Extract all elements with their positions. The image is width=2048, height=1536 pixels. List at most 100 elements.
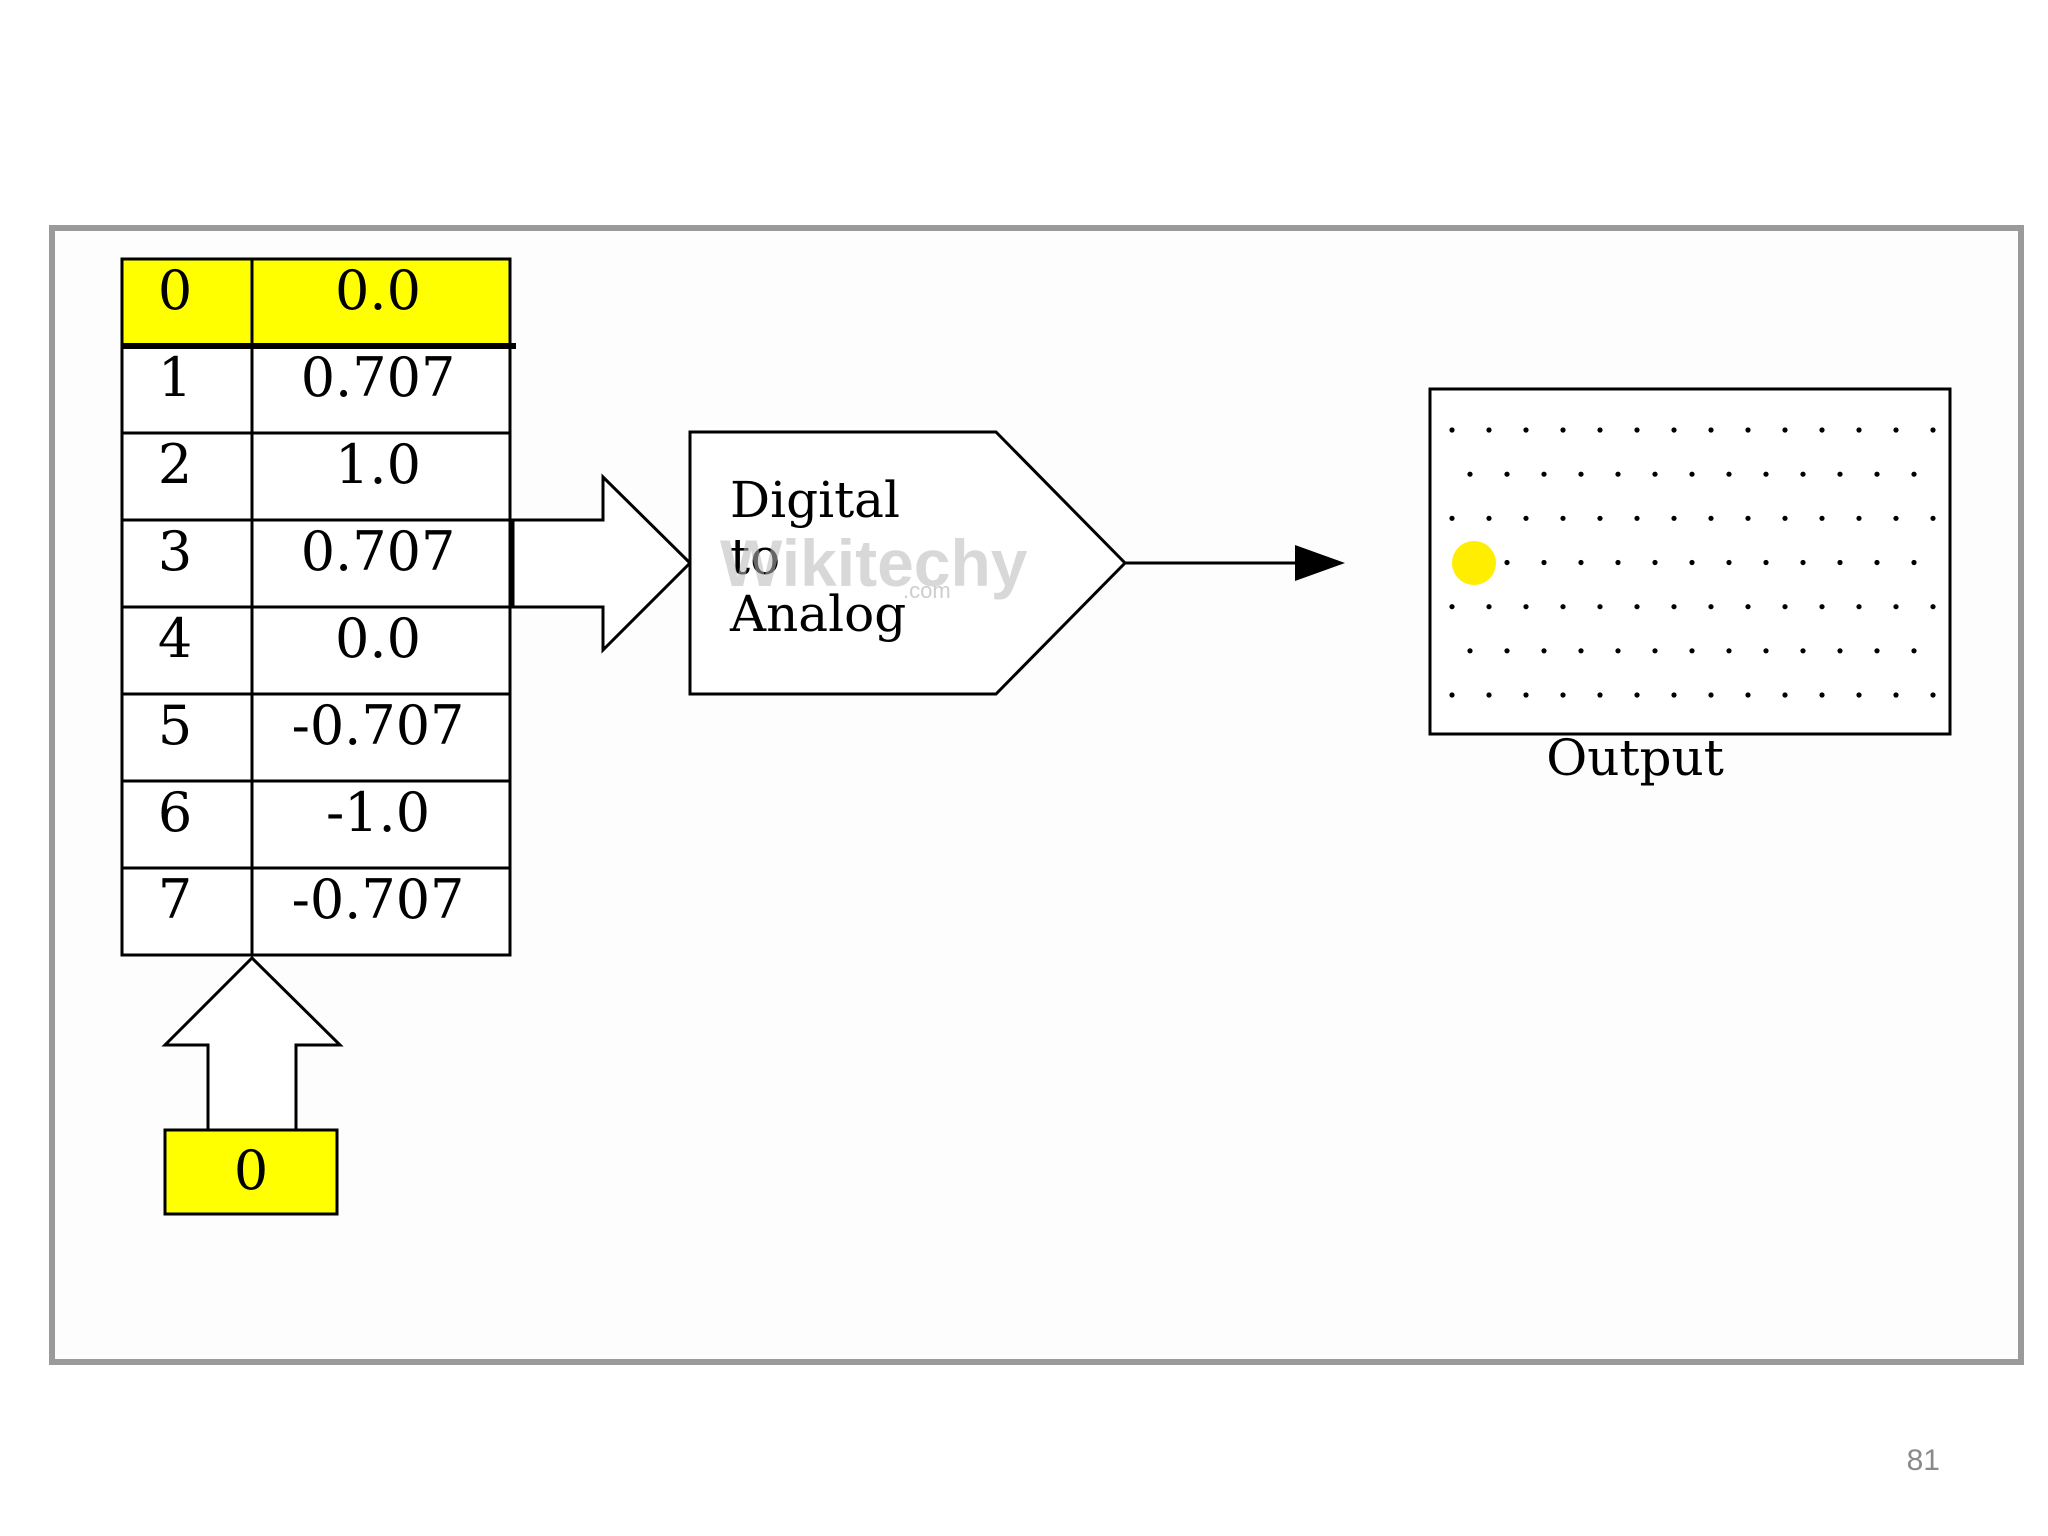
table-index-3: 3 [158, 520, 192, 583]
grid-dot [1708, 427, 1714, 433]
grid-dot [1560, 515, 1566, 521]
grid-dot [1597, 427, 1603, 433]
table-index-5: 5 [158, 694, 192, 757]
grid-dot [1486, 515, 1492, 521]
grid-dot [1449, 515, 1455, 521]
grid-dot [1837, 648, 1843, 654]
grid-dot [1449, 692, 1455, 698]
grid-dot [1745, 692, 1751, 698]
output-sample-dot [1452, 541, 1496, 585]
grid-dot [1856, 692, 1862, 698]
grid-dot [1782, 692, 1788, 698]
table-index-4: 4 [158, 607, 192, 670]
grid-dot [1911, 559, 1917, 566]
grid-dot [1541, 471, 1547, 477]
grid-dot [1911, 471, 1917, 477]
table-value-cell [250, 692, 512, 783]
table-value-2: 1.0 [335, 433, 421, 496]
grid-dot [1708, 515, 1714, 521]
grid-dot [1467, 471, 1473, 477]
grid-dot [1726, 559, 1732, 566]
grid-dot [1504, 471, 1510, 477]
grid-dot [1874, 471, 1880, 477]
grid-dot [1782, 604, 1788, 610]
table-index-0: 0 [158, 259, 192, 322]
grid-dot [1615, 471, 1621, 477]
grid-dot [1874, 648, 1880, 654]
grid-dot [1671, 427, 1677, 433]
grid-dot [1800, 648, 1806, 654]
output-label: Output [1546, 729, 1724, 787]
grid-dot [1671, 515, 1677, 521]
grid-dot [1745, 515, 1751, 521]
grid-dot [1856, 604, 1862, 610]
grid-dot [1560, 692, 1566, 698]
grid-dot [1449, 604, 1455, 610]
table-index-7: 7 [158, 868, 192, 931]
counter-box [163, 1128, 339, 1216]
grid-dot [1523, 515, 1529, 521]
grid-dot [1819, 692, 1825, 698]
grid-dot [1634, 604, 1640, 610]
table-value-cell [250, 257, 512, 348]
output-dot-grid [1449, 427, 1936, 698]
grid-dot [1652, 648, 1658, 654]
counter-value: 0 [234, 1139, 268, 1202]
table-index-1: 1 [158, 346, 192, 409]
grid-dot [1486, 604, 1492, 610]
table-value-6: -1.0 [326, 781, 430, 844]
table-value-0: 0.0 [335, 259, 421, 322]
table-value-cell [250, 518, 512, 609]
grid-dot [1689, 648, 1695, 654]
grid-dot [1689, 471, 1695, 477]
grid-dot [1800, 559, 1806, 566]
dac-block [688, 430, 1128, 696]
watermark: Wikitechy [720, 526, 1028, 600]
grid-dot [1745, 427, 1751, 433]
grid-dot [1541, 559, 1547, 566]
table-to-dac-arrow [511, 473, 693, 654]
table-index-2: 2 [158, 433, 192, 496]
dac-label-line2: to [730, 528, 780, 586]
watermark-suffix: .com [903, 578, 951, 603]
grid-dot [1726, 471, 1732, 477]
grid-dot [1634, 692, 1640, 698]
grid-dot [1652, 471, 1658, 477]
grid-dot [1597, 692, 1603, 698]
table-value-cell [250, 866, 512, 957]
grid-dot [1800, 471, 1806, 477]
grid-dot [1671, 692, 1677, 698]
grid-dot [1930, 604, 1936, 610]
grid-dot [1597, 515, 1603, 521]
grid-dot [1819, 427, 1825, 433]
table-index-cell [120, 518, 254, 609]
grid-dot [1634, 427, 1640, 433]
grid-dot [1504, 559, 1510, 566]
grid-dot [1523, 692, 1529, 698]
output-arrowhead [1295, 545, 1345, 581]
grid-dot [1523, 427, 1529, 433]
table-value-cell [250, 779, 512, 870]
dac-label-line3: Analog [729, 585, 906, 643]
grid-dot [1745, 604, 1751, 610]
grid-dot [1560, 604, 1566, 610]
grid-dot [1708, 604, 1714, 610]
grid-dot [1578, 471, 1584, 477]
table-index-cell [120, 779, 254, 870]
grid-dot [1837, 559, 1843, 566]
table-value-4: 0.0 [335, 607, 421, 670]
grid-dot [1893, 692, 1899, 698]
grid-dot [1782, 427, 1788, 433]
grid-dot [1763, 648, 1769, 654]
grid-dot [1578, 648, 1584, 654]
grid-dot [1486, 427, 1492, 433]
grid-dot [1615, 648, 1621, 654]
grid-dot [1893, 604, 1899, 610]
grid-dot [1819, 515, 1825, 521]
grid-dot [1708, 692, 1714, 698]
grid-dot [1930, 692, 1936, 698]
grid-dot [1615, 559, 1621, 566]
grid-dot [1541, 648, 1547, 654]
